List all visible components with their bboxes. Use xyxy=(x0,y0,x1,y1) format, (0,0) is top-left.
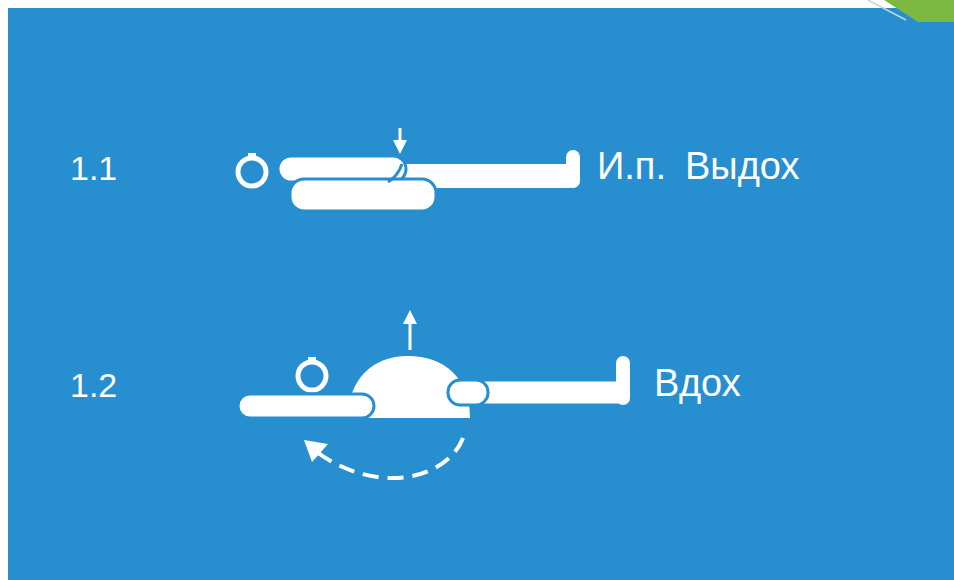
corner-decoration xyxy=(884,0,954,22)
direction-arrow xyxy=(409,322,412,350)
figure-lying xyxy=(238,128,580,211)
arrow-head xyxy=(304,440,328,462)
arrow-head xyxy=(403,310,417,324)
body-contour xyxy=(388,164,402,182)
arm-overhead xyxy=(238,394,374,418)
foot xyxy=(566,150,580,188)
step-number: 1.1 xyxy=(70,151,117,185)
head-knob xyxy=(308,357,316,363)
head xyxy=(238,158,266,186)
step-number: 1.2 xyxy=(70,368,117,402)
foot xyxy=(616,356,630,405)
arm xyxy=(290,179,436,211)
legs xyxy=(448,380,630,405)
head xyxy=(298,362,326,390)
step-caption: Выдох xyxy=(685,147,800,185)
corner-line xyxy=(868,0,906,20)
head-knob xyxy=(248,153,256,159)
arm-motion-arrow xyxy=(314,438,463,478)
thigh xyxy=(448,380,488,405)
figure-bridge xyxy=(238,310,630,478)
slide-background xyxy=(8,8,954,580)
step-caption: Вдох xyxy=(654,364,741,402)
arrow-head xyxy=(393,140,407,154)
step-caption: И.п. xyxy=(597,147,666,185)
direction-arrow xyxy=(399,128,402,142)
